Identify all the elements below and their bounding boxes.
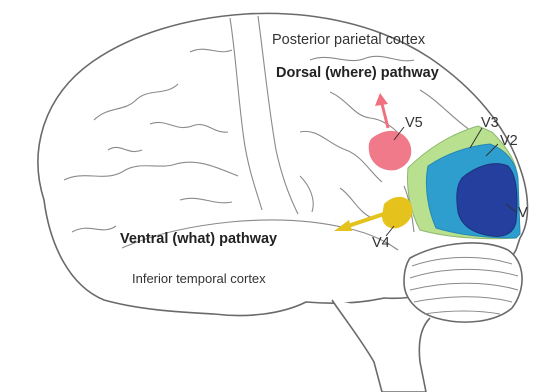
- dorsal-pathway-label: Dorsal (where) pathway: [276, 66, 439, 81]
- cerebellum: [404, 243, 522, 322]
- v3-label: V3: [481, 116, 499, 131]
- posterior-parietal-label: Posterior parietal cortex: [272, 33, 425, 48]
- v4-label: V4: [372, 236, 390, 251]
- v1-label: V: [518, 206, 528, 221]
- ventral-pathway-label: Ventral (what) pathway: [120, 232, 277, 247]
- v2-label: V2: [500, 134, 518, 149]
- area-v1-region: [457, 164, 517, 237]
- brainstem: [332, 300, 430, 392]
- v5-label: V5: [405, 116, 423, 131]
- inferior-temporal-label: Inferior temporal cortex: [132, 272, 266, 285]
